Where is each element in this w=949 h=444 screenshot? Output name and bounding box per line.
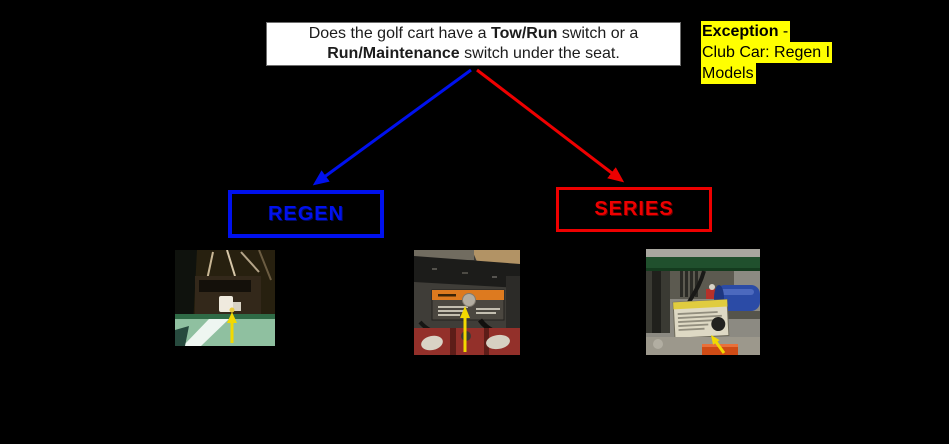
exception-bold: Exception bbox=[702, 23, 779, 40]
yellow-pointer-arrowhead-icon bbox=[460, 306, 470, 318]
regen-switch-photo bbox=[175, 250, 275, 346]
middle-switch-photo bbox=[414, 250, 520, 355]
wire bbox=[206, 251, 214, 281]
exception-text: Club Car: Regen I bbox=[701, 42, 833, 63]
exception-line-1: Exception - bbox=[701, 21, 832, 42]
green-frame-bar bbox=[646, 257, 760, 270]
series-arrow bbox=[476, 68, 625, 183]
yellow-pointer-arrow-icon bbox=[714, 341, 726, 354]
instruction-label bbox=[672, 299, 730, 339]
exception-line-3: Models bbox=[701, 63, 832, 84]
series-label: SERIES bbox=[594, 198, 674, 220]
series-switch-photo bbox=[646, 249, 760, 355]
question-text: Does the golf cart have a bbox=[308, 25, 492, 42]
wire bbox=[240, 251, 260, 273]
question-line-2: Run/Maintenance switch under the seat. bbox=[267, 44, 680, 64]
regen-branch-box: REGEN bbox=[228, 190, 384, 238]
exception-line-2: Club Car: Regen I bbox=[701, 42, 833, 63]
run-maintenance-knob bbox=[711, 317, 726, 332]
exception-text: Models bbox=[701, 63, 756, 84]
regen-label: REGEN bbox=[267, 202, 345, 225]
question-text: switch under the seat. bbox=[459, 45, 620, 62]
question-line-1: Does the golf cart have a Tow/Run switch… bbox=[267, 24, 680, 44]
question-bold-run-maintenance: Run/Maintenance bbox=[327, 45, 460, 62]
frame-post bbox=[175, 250, 197, 330]
question-text: switch or a bbox=[557, 25, 639, 42]
question-box: Does the golf cart have a Tow/Run switch… bbox=[266, 22, 681, 66]
yellow-pointer-arrowhead-icon bbox=[711, 335, 720, 345]
yellow-pointer-arrowhead-icon bbox=[227, 312, 237, 323]
tow-run-switch bbox=[462, 293, 476, 307]
exception-note: Exception - Club Car: Regen I Models bbox=[701, 21, 833, 84]
question-bold-tow-run: Tow/Run bbox=[491, 25, 558, 42]
wire bbox=[258, 250, 272, 281]
tow-run-switch bbox=[219, 296, 233, 312]
regen-arrow bbox=[312, 68, 472, 186]
wire bbox=[226, 250, 236, 277]
exception-text: - bbox=[778, 23, 789, 40]
series-branch-box: SERIES bbox=[556, 187, 712, 232]
